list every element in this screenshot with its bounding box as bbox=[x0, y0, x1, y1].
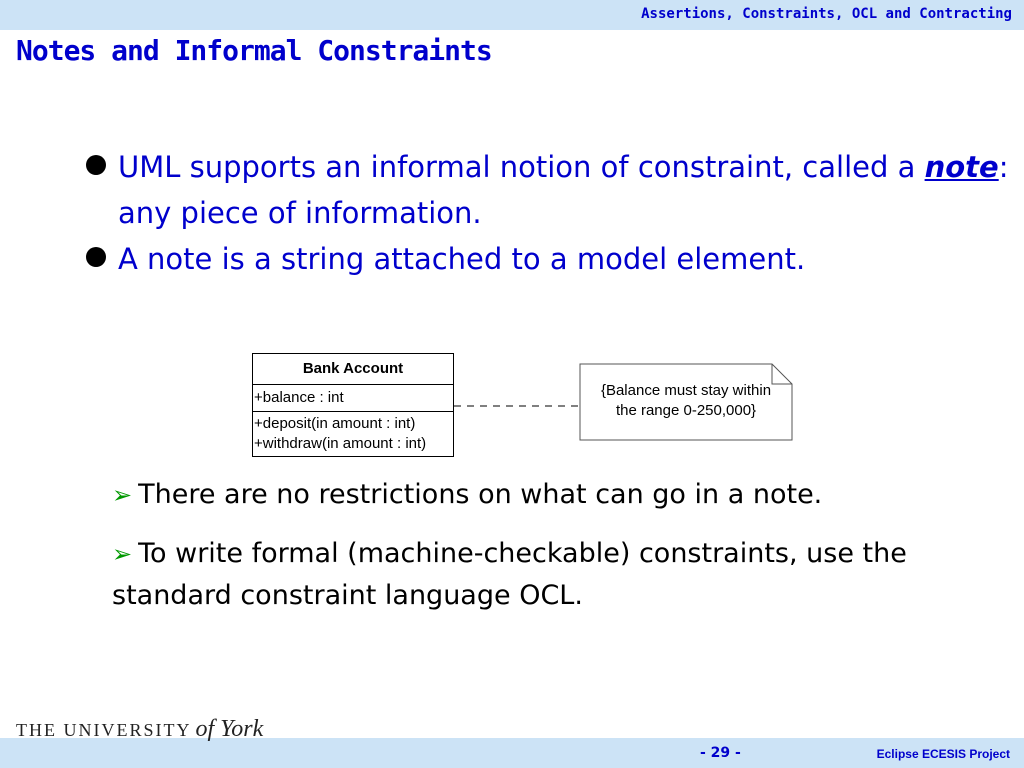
uml-note-shape bbox=[579, 363, 793, 441]
header-band bbox=[0, 0, 1024, 30]
arrowhead-icon: ➢ bbox=[112, 481, 133, 509]
sub-bullet-text: To write formal (machine-checkable) cons… bbox=[112, 538, 907, 611]
bullet-text-suffix: : any piece of information. bbox=[118, 150, 1009, 230]
uml-class-name: Bank Account bbox=[253, 354, 453, 385]
deck-title: Assertions, Constraints, OCL and Contrac… bbox=[641, 6, 1012, 22]
sub-bullet-list: ➢There are no restrictions on what can g… bbox=[112, 474, 912, 634]
uml-class-box: Bank Account +balance : int +deposit(in … bbox=[252, 353, 454, 457]
bullet-dot-icon bbox=[86, 247, 106, 267]
slide-title: Notes and Informal Constraints bbox=[16, 34, 493, 67]
footer-band bbox=[0, 738, 1024, 768]
note-connector-line bbox=[454, 405, 578, 407]
bullet-list: UML supports an informal notion of const… bbox=[84, 144, 1014, 282]
sub-bullet-text: There are no restrictions on what can go… bbox=[138, 479, 823, 510]
logo-script: of York bbox=[195, 716, 264, 742]
sub-bullet-item: ➢There are no restrictions on what can g… bbox=[112, 474, 912, 516]
university-logo: THE UNIVERSITY of York bbox=[16, 716, 263, 744]
uml-operation: +withdraw(in amount : int) bbox=[254, 435, 427, 452]
project-name: Eclipse ECESIS Project bbox=[876, 747, 1010, 761]
bullet-text: A note is a string attached to a model e… bbox=[118, 242, 806, 276]
uml-operation: +deposit(in amount : int) bbox=[254, 415, 416, 432]
page-number: - 29 - bbox=[700, 745, 741, 761]
bullet-dot-icon bbox=[86, 155, 106, 175]
uml-attribute: +balance : int bbox=[253, 385, 453, 412]
uml-note-text: {Balance must stay within the range 0-25… bbox=[580, 381, 792, 421]
note-line: the range 0-250,000} bbox=[615, 402, 757, 419]
uml-operations: +deposit(in amount : int) +withdraw(in a… bbox=[253, 412, 453, 456]
note-line: {Balance must stay within bbox=[600, 382, 772, 399]
arrowhead-icon: ➢ bbox=[112, 540, 133, 568]
note-emphasis: note bbox=[924, 150, 999, 184]
logo-caps: THE UNIVERSITY bbox=[16, 720, 192, 740]
bullet-item: A note is a string attached to a model e… bbox=[84, 236, 1014, 282]
bullet-text-prefix: UML supports an informal notion of const… bbox=[118, 150, 925, 184]
bullet-item: UML supports an informal notion of const… bbox=[84, 144, 1014, 236]
sub-bullet-item: ➢To write formal (machine-checkable) con… bbox=[112, 533, 912, 617]
